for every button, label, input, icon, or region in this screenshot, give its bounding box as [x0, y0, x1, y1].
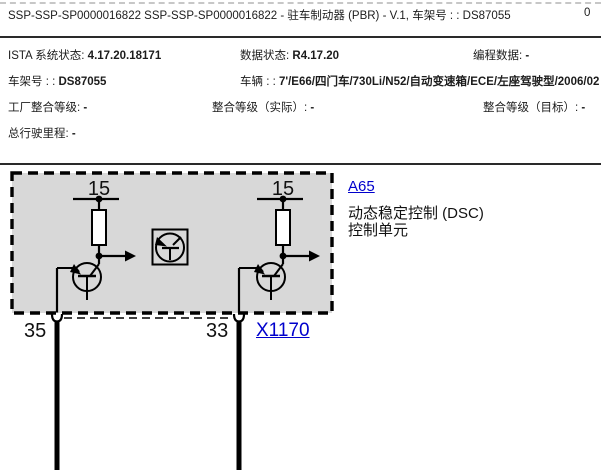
info-label: 工厂整合等级: [8, 102, 84, 114]
info-data-status: 数据状态: R4.17.20 [240, 47, 339, 63]
info-label: ISTA 系统状态: [8, 50, 88, 62]
info-programming-data: 编程数据: - [473, 47, 529, 63]
info-total-mileage: 总行驶里程: - [8, 125, 76, 141]
info-label: 数据状态: [240, 50, 293, 62]
info-label: 整合等级（实际）: [212, 102, 311, 114]
info-vehicle: 车辆 : : 7'/E66/四门车/730Li/N52/自动变速箱/ECE/左座… [240, 73, 599, 89]
terminal-15-label-left: 15 [87, 178, 111, 200]
info-factory-integration-level: 工厂整合等级: - [8, 99, 87, 115]
component-a65-link[interactable]: A65 [348, 178, 375, 195]
info-ista-system-status: ISTA 系统状态: 4.17.20.18171 [8, 47, 161, 63]
info-value: - [83, 102, 88, 114]
pin-35-label: 35 [24, 320, 47, 342]
resistor-symbol [91, 209, 107, 246]
component-name-line2: 控制单元 [348, 222, 409, 239]
pin-33-label: 33 [206, 320, 229, 342]
component-name: 动态稳定控制 (DSC) 控制单元 [348, 205, 568, 239]
right-driver-branch [232, 195, 320, 470]
info-label: 编程数据: [473, 50, 526, 62]
info-value: - [71, 128, 76, 140]
connector-x1170-link[interactable]: X1170 [256, 320, 310, 341]
electronic-switch-icon [151, 228, 189, 266]
page-title: SSP-SSP-SP0000016822 SSP-SSP-SP000001682… [8, 10, 511, 22]
left-driver-branch [50, 195, 136, 470]
socket-connector-icon [50, 313, 64, 323]
wire-pin-35 [54, 321, 60, 470]
info-integration-level-target: 整合等级（目标）: - [483, 99, 585, 115]
resistor-symbol [275, 209, 291, 246]
page-number: 0 [584, 7, 591, 19]
info-value: - [310, 102, 315, 114]
terminal-15-label-right: 15 [271, 178, 295, 200]
info-value: - [581, 102, 586, 114]
info-label: 整合等级（目标）: [483, 102, 582, 114]
header-divider [0, 36, 601, 38]
wiring-diagram [10, 171, 334, 470]
transistor-symbol [239, 262, 286, 300]
info-value: - [525, 50, 530, 62]
info-integration-level-actual: 整合等级（实际）: - [212, 99, 314, 115]
wire-pin-33 [236, 321, 242, 470]
info-vin: 车架号 : : DS87055 [8, 73, 106, 89]
top-dashed-divider [0, 2, 601, 4]
info-value: R4.17.20 [292, 50, 340, 62]
info-label: 总行驶里程: [8, 128, 72, 140]
component-name-line1: 动态稳定控制 (DSC) [348, 205, 484, 222]
info-value: 7'/E66/四门车/730Li/N52/自动变速箱/ECE/左座驾驶型/200… [278, 76, 600, 88]
info-label: 车辆 : : [240, 76, 279, 88]
section-divider [0, 163, 601, 165]
arrow-right-icon [125, 250, 136, 262]
info-value: 4.17.20.18171 [87, 50, 162, 62]
socket-connector-icon [232, 313, 246, 323]
arrow-right-icon [309, 250, 320, 262]
transistor-symbol [57, 262, 102, 300]
info-label: 车架号 : : [8, 76, 59, 88]
info-value: DS87055 [58, 76, 107, 88]
